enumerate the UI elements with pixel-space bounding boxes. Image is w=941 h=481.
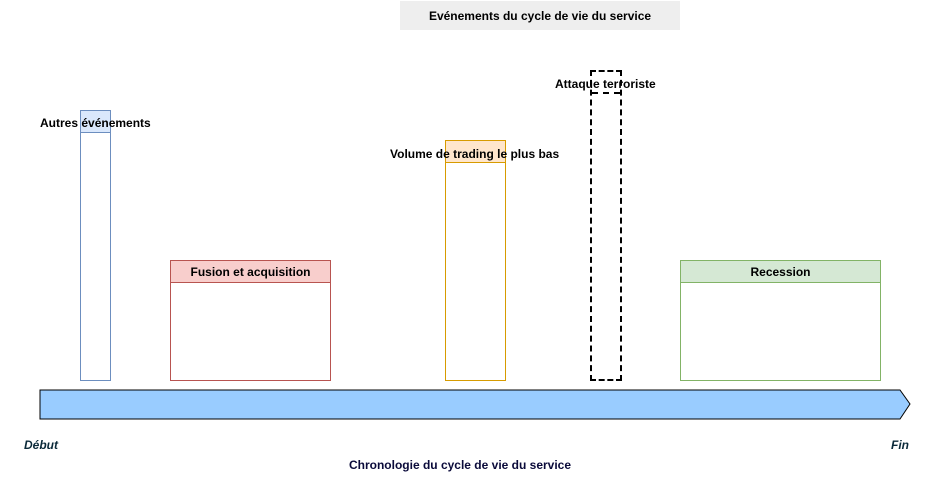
timeline-start-label: Début [24, 438, 58, 452]
timeline-arrow-shape [39, 389, 911, 420]
event-recession-label: Recession [750, 264, 811, 279]
event-attaque-label: Attaque terroriste [555, 77, 656, 91]
timeline-axis-title: Chronologie du cycle de vie du service [348, 458, 572, 472]
event-recession: Recession [680, 260, 881, 381]
event-attaque-terroriste [590, 70, 622, 381]
event-autres-evenements [80, 110, 111, 381]
event-volume-header [446, 141, 505, 163]
event-fusion-header: Fusion et acquisition [171, 261, 330, 283]
event-fusion-label: Fusion et acquisition [190, 264, 311, 279]
event-autres-header [81, 111, 110, 133]
event-autres-label: Autres événements [40, 116, 151, 130]
event-volume-label: Volume de trading le plus bas [390, 147, 560, 161]
diagram-title: Evénements du cycle de vie du service [400, 1, 680, 30]
event-recession-header: Recession [681, 261, 880, 283]
event-attaque-header [592, 72, 620, 94]
diagram-title-text: Evénements du cycle de vie du service [428, 8, 652, 23]
event-fusion-acquisition: Fusion et acquisition [170, 260, 331, 381]
timeline-end-label: Fin [891, 438, 909, 452]
event-volume-trading [445, 140, 506, 381]
timeline-arrow [39, 389, 911, 420]
